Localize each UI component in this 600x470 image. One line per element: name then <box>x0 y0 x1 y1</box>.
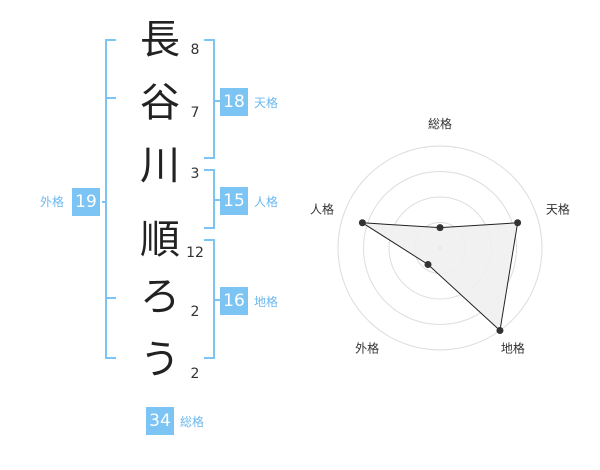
radar-polygon <box>362 222 519 332</box>
radar-point-5 <box>358 219 366 227</box>
jinkaku-bracket <box>204 169 220 229</box>
gaikaku-bracket <box>102 39 116 359</box>
chikaku-bracket <box>204 239 220 359</box>
chikaku-badge: 16 <box>220 287 248 315</box>
jinkaku-label: 人格 <box>254 195 279 209</box>
radar-axis-label-5: 人格 <box>310 202 334 217</box>
name-char-6: う <box>140 337 180 383</box>
soukaku-badge: 34 <box>146 407 174 435</box>
tenkaku-bracket <box>204 39 220 159</box>
stroke-count-4: 12 <box>186 245 204 261</box>
radar-axis-label-2: 天格 <box>546 202 570 217</box>
name-char-3: 川 <box>140 143 180 189</box>
radar-axis-label-3: 地格 <box>501 340 525 355</box>
name-char-2: 谷 <box>140 80 180 126</box>
stroke-count-5: 2 <box>190 304 200 320</box>
radar-point-1 <box>436 224 444 232</box>
radar-point-2 <box>514 219 522 227</box>
stroke-count-6: 2 <box>190 366 200 382</box>
jinkaku-badge: 15 <box>220 187 248 215</box>
chikaku-label: 地格 <box>254 295 279 309</box>
radar-point-3 <box>496 327 504 335</box>
radar-ring-inner-3 <box>363 171 517 325</box>
name-char-5: ろ <box>140 274 180 320</box>
tenkaku-label: 天格 <box>254 96 279 110</box>
name-char-4: 順 <box>140 217 180 263</box>
stroke-count-2: 7 <box>190 105 200 121</box>
soukaku-label: 総格 <box>180 415 205 429</box>
stroke-count-1: 8 <box>190 42 200 58</box>
gaikaku-label: 外格 <box>40 195 65 209</box>
radar-axis-label-1: 総格 <box>428 116 452 131</box>
radar-point-4 <box>424 261 432 269</box>
tenkaku-badge: 18 <box>220 88 248 116</box>
gaikaku-badge: 19 <box>72 188 100 216</box>
stroke-count-3: 3 <box>190 166 200 182</box>
name-char-1: 長 <box>140 17 180 63</box>
radar-axis-label-4: 外格 <box>355 340 379 355</box>
